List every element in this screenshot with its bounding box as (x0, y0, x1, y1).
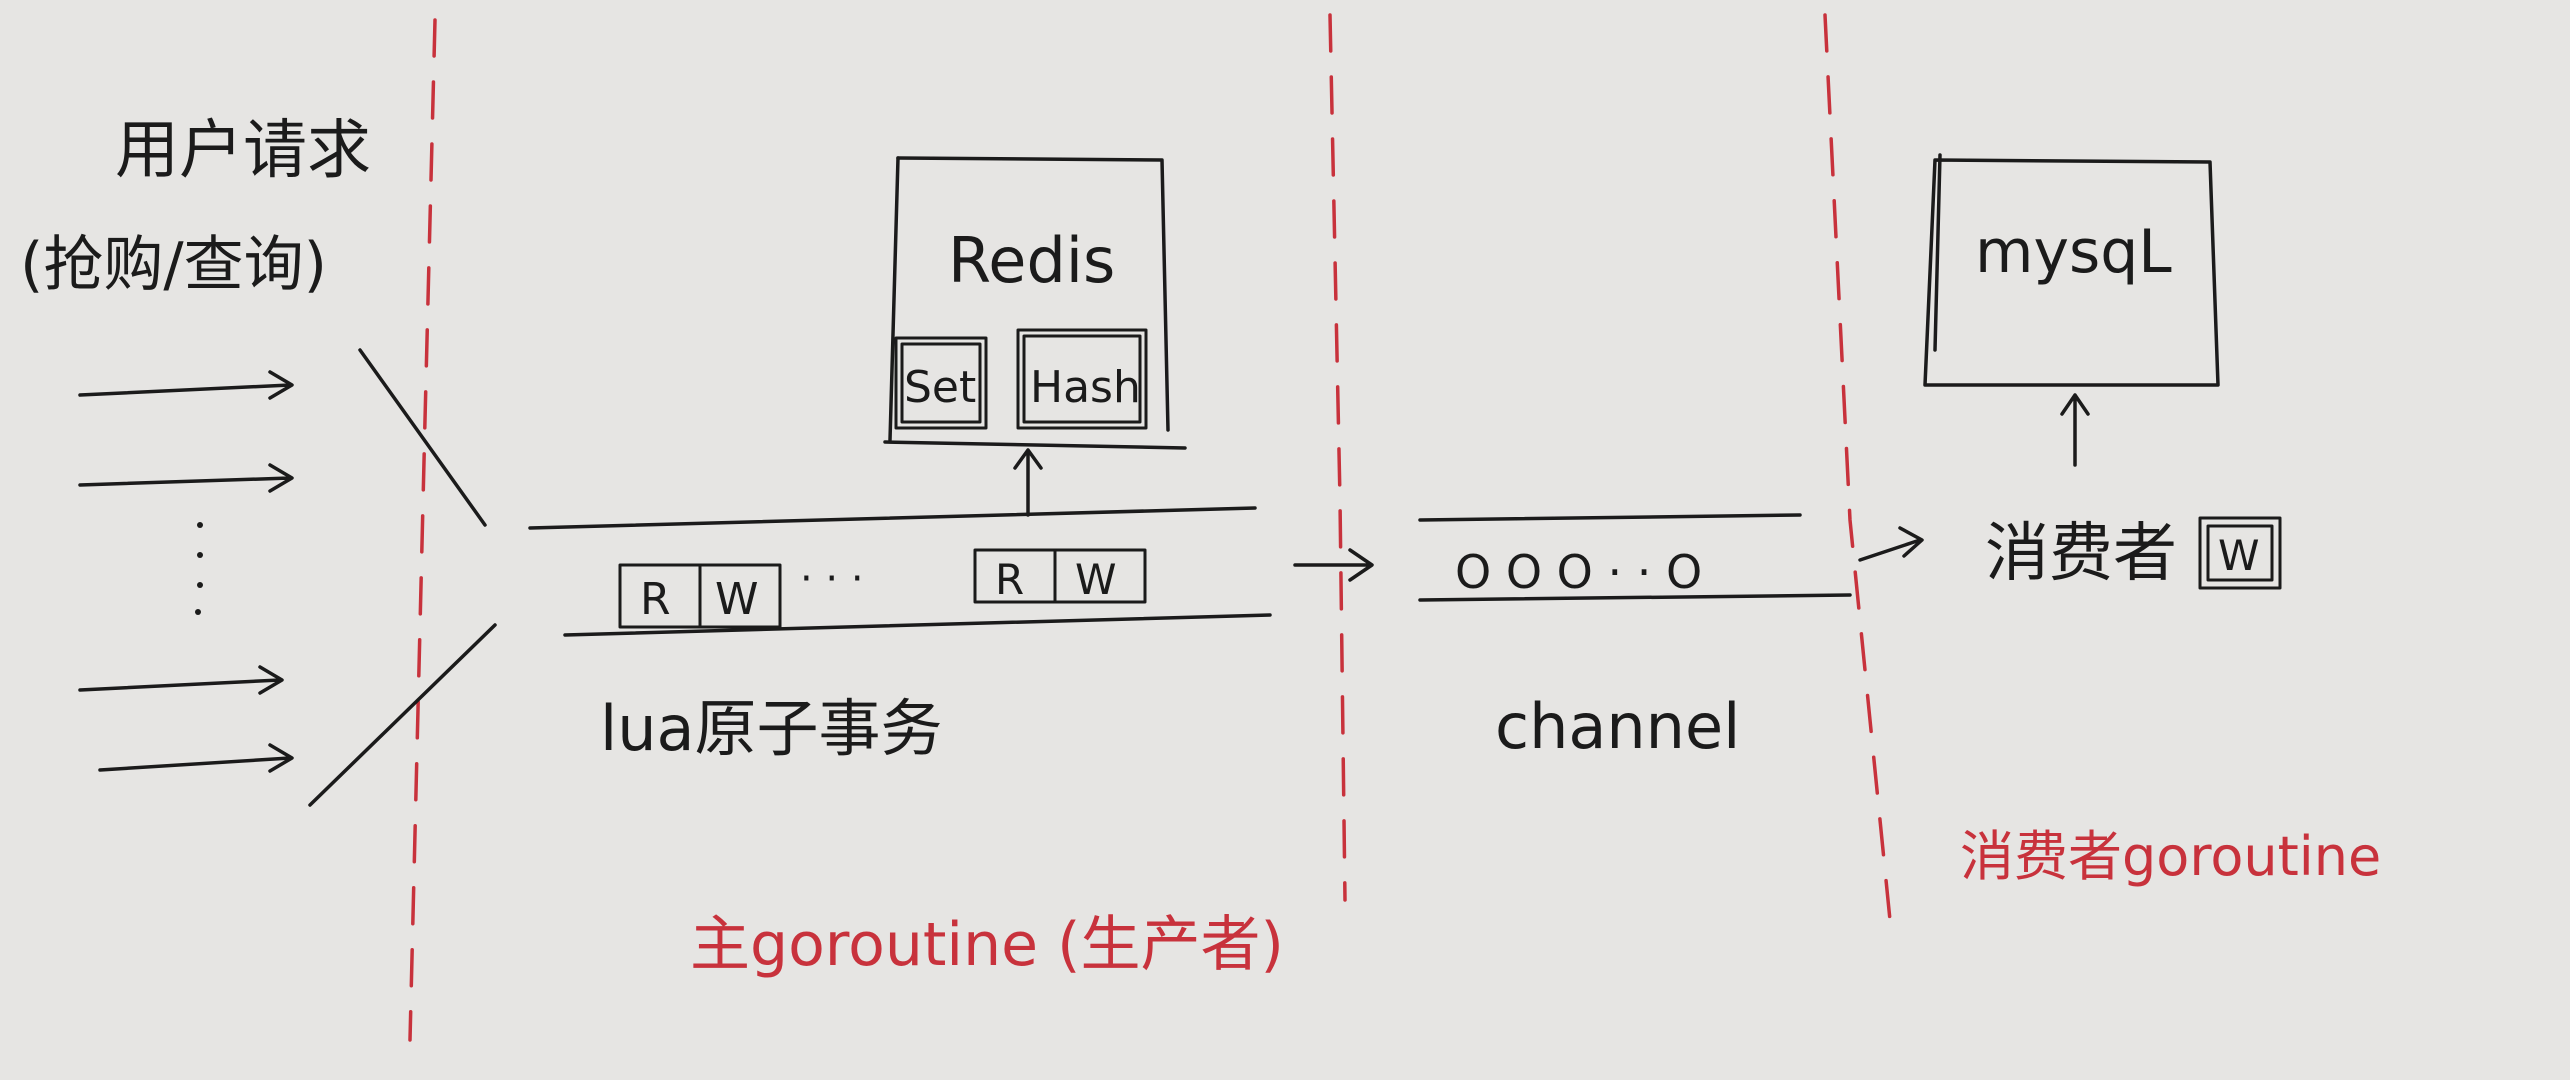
redis-up-arrow (1013, 448, 1043, 517)
redis-set-box: Set (894, 336, 988, 430)
consumer-w-box: W (2198, 516, 2282, 590)
divider-line-3 (1823, 13, 1892, 922)
rw-left-w: W (715, 574, 759, 625)
redis-set-label: Set (904, 362, 976, 413)
rw-right-w: W (1075, 555, 1117, 604)
request-arrow (78, 370, 294, 400)
redis-box: Redis Set Hash (883, 156, 1187, 450)
redis-hash-box: Hash (1016, 328, 1148, 430)
request-arrow (78, 463, 294, 493)
arrow-to-channel (1293, 548, 1374, 582)
request-arrow (98, 743, 294, 773)
rw-left-r: R (640, 574, 671, 625)
producer-section-caption: 主goroutine (生产者) (690, 910, 1284, 980)
mysql-title: mysqL (1975, 217, 2172, 287)
pipeline-ellipsis: · · · (800, 556, 864, 602)
channel-label: channel (1495, 690, 1740, 763)
rw-pair-right: R W (973, 548, 1147, 604)
mysql-up-arrow (2060, 393, 2090, 467)
divider-line-2 (1328, 13, 1347, 902)
consumer-label: 消费者 (1985, 517, 2177, 591)
consumer-section-caption: 消费者goroutine (1960, 825, 2381, 888)
vertical-dots (195, 522, 203, 615)
channel-bottom-line (1418, 593, 1852, 602)
redis-hash-label: Hash (1030, 362, 1141, 413)
funnel-upper-stroke (358, 348, 487, 527)
request-arrows (78, 370, 294, 773)
request-arrow (78, 665, 284, 695)
redis-title: Redis (948, 224, 1115, 297)
user-request-title: 用户请求 (115, 114, 371, 188)
pipeline-top-line (528, 506, 1257, 530)
channel-top-line (1418, 513, 1802, 522)
arrow-to-consumer (1858, 526, 1924, 562)
user-request-subtitle: (抢购/查询) (20, 230, 327, 300)
channel-slots: O O O · · O (1455, 545, 1702, 599)
consumer-w-label: W (2218, 531, 2260, 580)
rw-right-r: R (995, 555, 1024, 604)
funnel-lower-stroke (308, 623, 497, 807)
rw-pair-left: R W (618, 563, 782, 629)
lua-label: lua原子事务 (600, 692, 943, 765)
divider-line-1 (408, 18, 437, 1042)
pipeline-bottom-line (563, 613, 1272, 637)
mysql-box: mysqL (1923, 153, 2220, 387)
